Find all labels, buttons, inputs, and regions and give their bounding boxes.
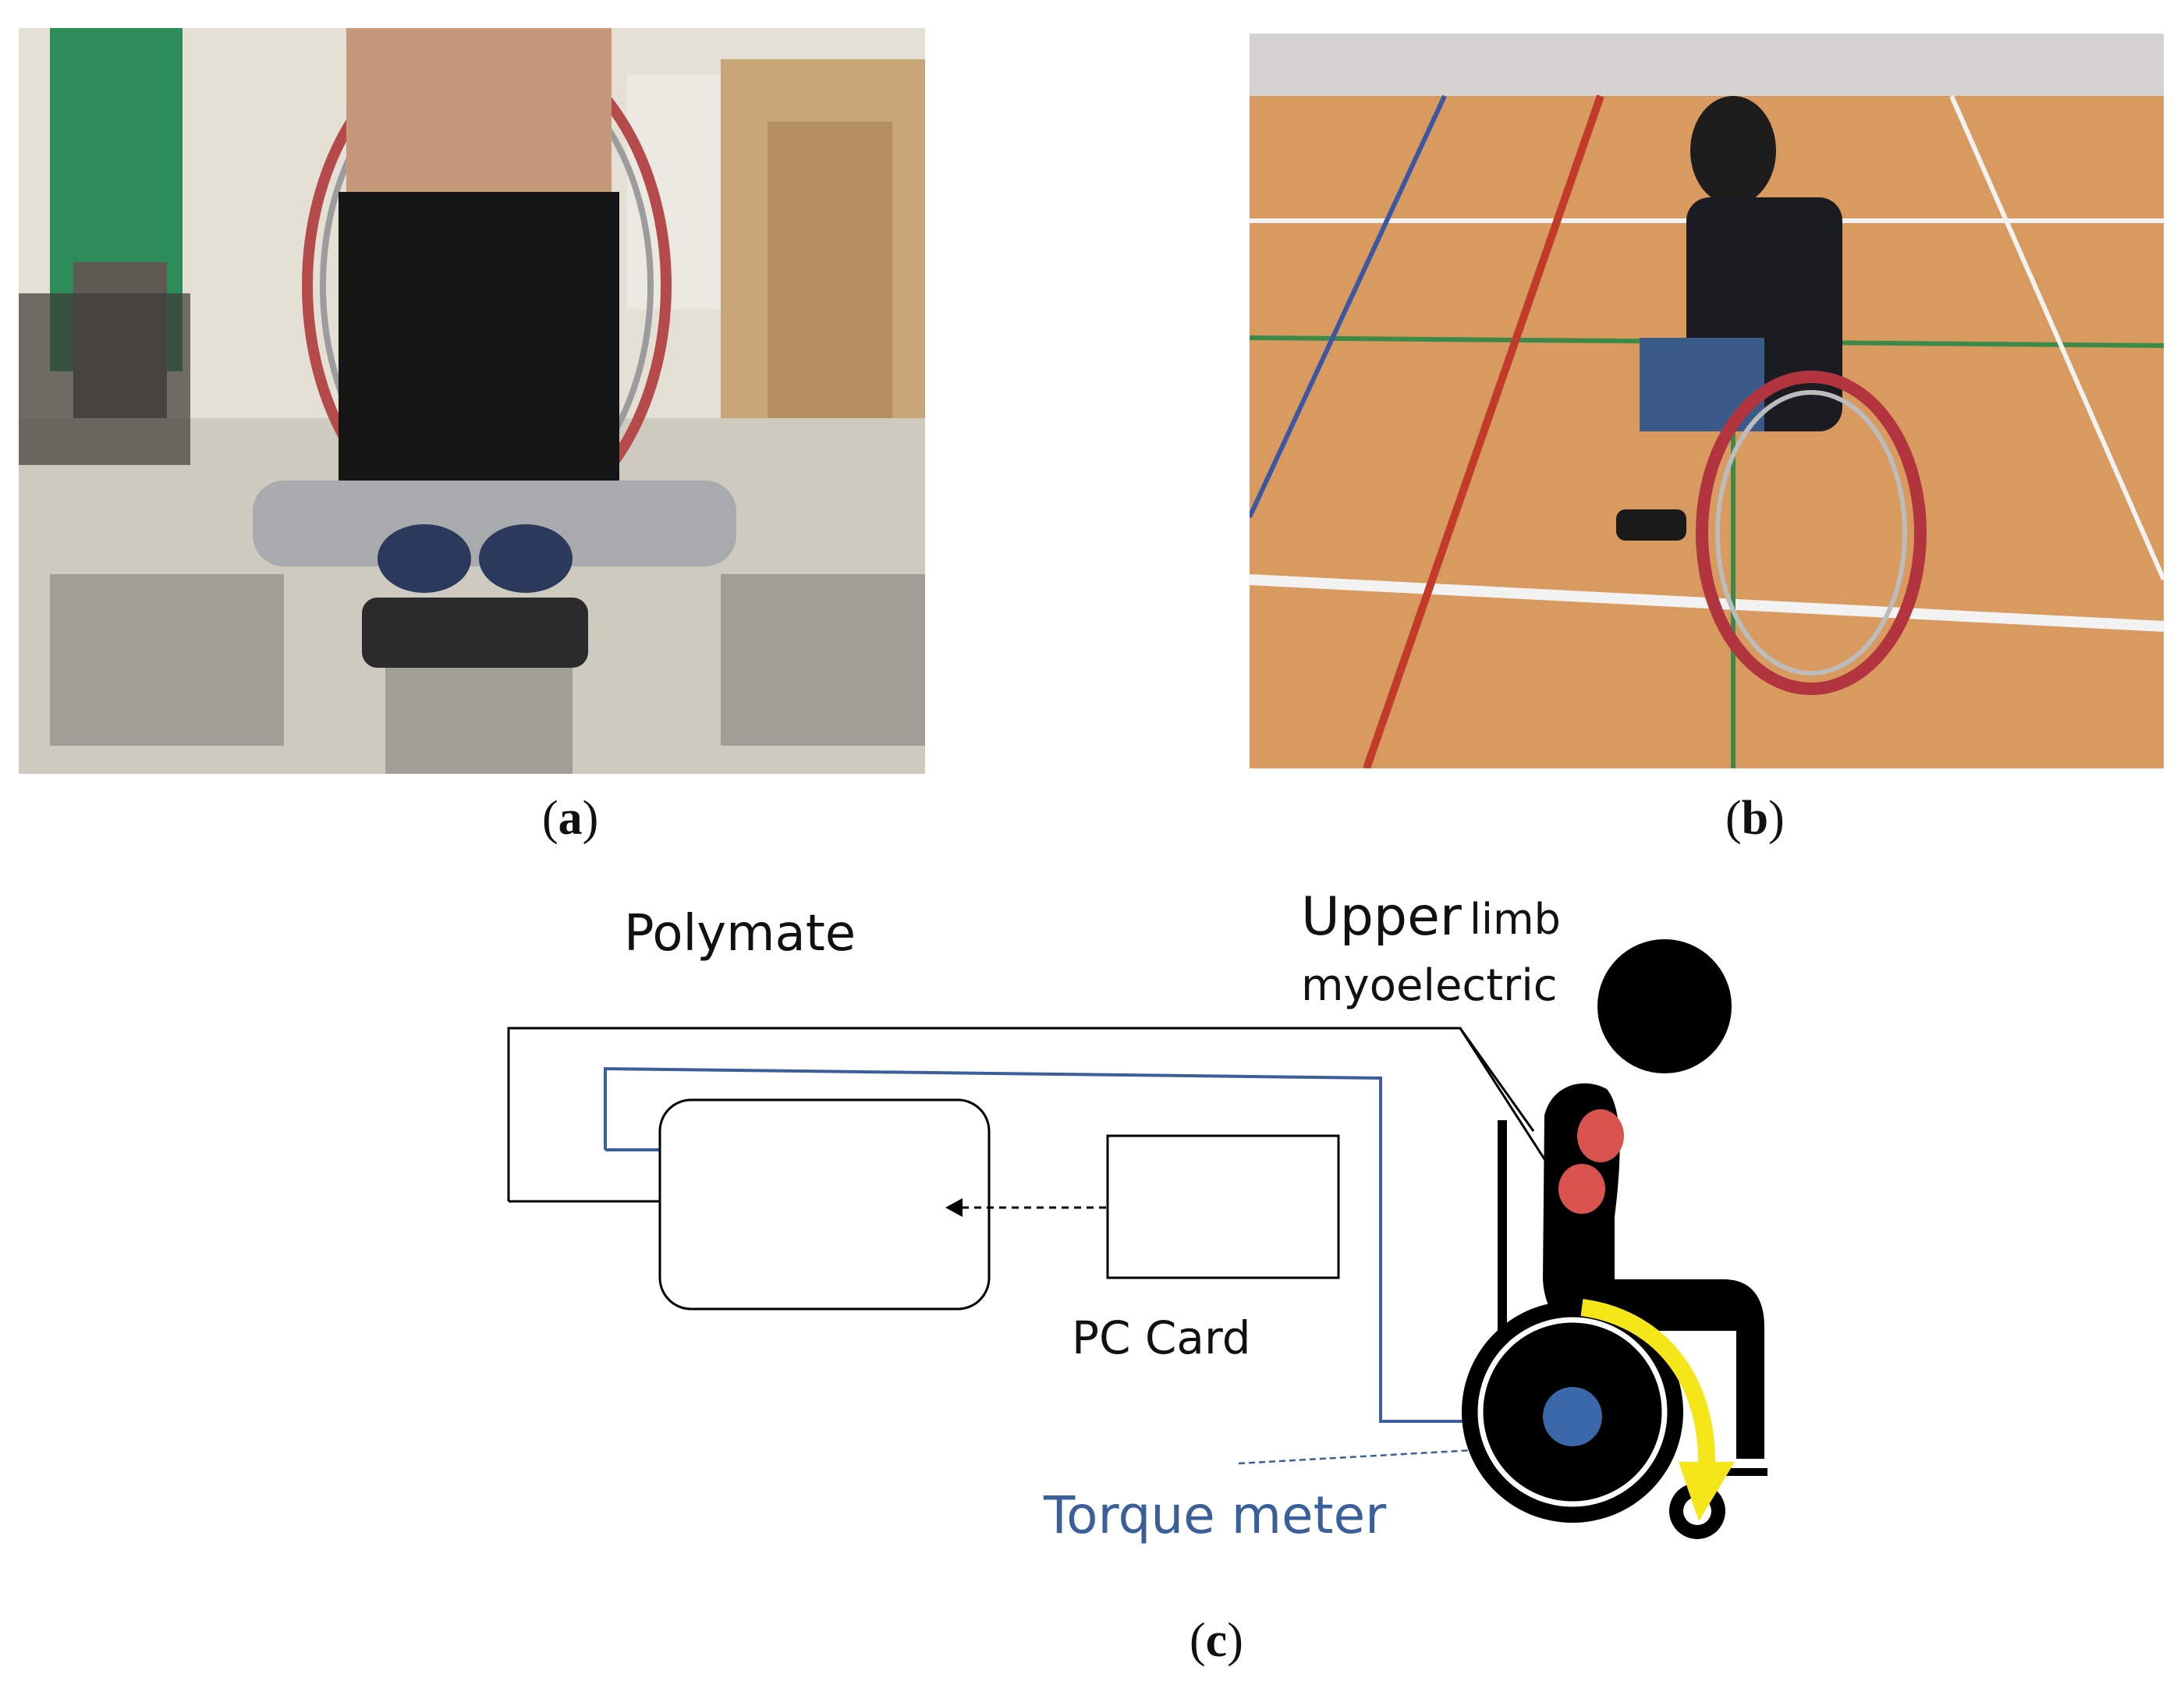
upper-label: Upper bbox=[1301, 886, 1462, 948]
torque-meter-label: Torque meter bbox=[1044, 1485, 1387, 1545]
electrode-lower bbox=[1558, 1164, 1605, 1214]
limb-label: limb bbox=[1470, 895, 1561, 944]
myoelectric-label: myoelectric bbox=[1301, 960, 1558, 1011]
lab-wheelchair-photo bbox=[19, 28, 925, 774]
measurement-setup-diagram bbox=[507, 939, 1767, 1539]
polymate-label: Polymate bbox=[624, 905, 856, 963]
gym-wheelchair-photo bbox=[1250, 34, 2164, 768]
push-direction-arrow bbox=[1580, 1299, 1716, 1467]
data-transfer-arrowhead bbox=[945, 1198, 963, 1217]
torque-signal-line bbox=[604, 1066, 1568, 1423]
emg-cable bbox=[507, 1027, 1535, 1201]
pc-card-label: PC Card bbox=[1072, 1311, 1251, 1364]
polymate-box bbox=[658, 1098, 991, 1311]
panel-a-caption: (a) bbox=[542, 792, 599, 845]
electrode-upper bbox=[1577, 1109, 1624, 1162]
pc-card-box bbox=[1106, 1134, 1340, 1279]
panel-c-caption: (c) bbox=[1190, 1614, 1243, 1667]
photo-panel-b bbox=[1250, 34, 2164, 768]
panel-b-caption: (b) bbox=[1725, 792, 1785, 845]
photo-panel-a bbox=[19, 28, 925, 774]
push-direction-arrowhead bbox=[1679, 1462, 1735, 1521]
wheelchair-user-icon bbox=[1462, 939, 1767, 1539]
torque-meter-hub bbox=[1543, 1387, 1602, 1446]
